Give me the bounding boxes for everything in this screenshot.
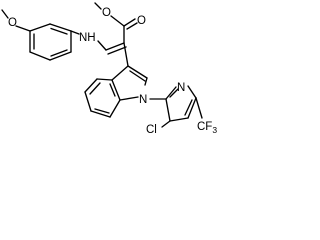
chlorine-label: Cl [146, 124, 157, 136]
trifluoromethyl-label: CF3 [197, 121, 217, 135]
atom-labels: O NH O O N N Cl CF3 [8, 7, 217, 136]
indole-nitrogen-label: N [139, 94, 147, 106]
carbonyl-oxygen-label: O [137, 15, 146, 27]
methoxy-oxygen-label: O [8, 17, 17, 29]
trifluoromethyl-subscript: 3 [212, 125, 217, 135]
trifluoromethyl-cf: CF [197, 121, 212, 133]
bond-lines [1, 2, 203, 128]
ester-oxygen-label: O [102, 7, 111, 19]
chemical-structure-diagram: O NH O O N N Cl CF3 [1, 2, 217, 136]
pyridine-nitrogen-label: N [177, 82, 185, 94]
nh-label: NH [79, 32, 96, 44]
